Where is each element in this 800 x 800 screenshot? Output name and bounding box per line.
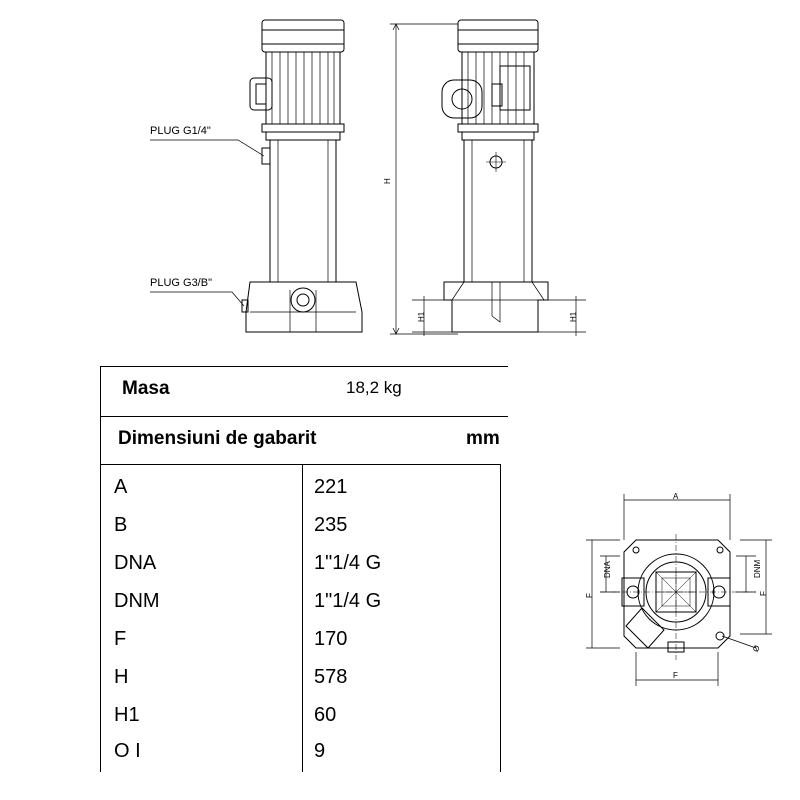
pump-front-view [441,19,549,333]
table-row: F 170 [100,628,510,664]
row-value: 1"1/4 G [314,590,382,612]
pump-plan-view [586,494,772,686]
header-divider [100,464,500,465]
row-key: B [114,514,128,536]
row-key: DNM [114,590,160,612]
h1-left-label: H1 [417,311,426,322]
row-value: 235 [314,514,348,536]
unit-label: mm [466,428,500,449]
h1-dimensions [412,296,586,336]
row-key: F [114,628,127,650]
a-dimension-label: A [673,492,679,501]
pump-side-view [150,19,363,333]
row-key: O I [114,740,141,762]
plug-top-label: PLUG G1/4" [150,125,211,137]
specifications-table: Masa 18,2 kg Dimensiuni de gabarit mm A 2… [100,366,510,772]
table-top-rule [100,366,508,367]
table-row: O I 9 [100,740,510,776]
table-row: DNM 1"1/4 G [100,590,510,626]
table-row: DNA 1"1/4 G [100,552,510,588]
row-key: H [114,666,129,688]
diameter-label: Ø [751,644,762,654]
height-dimension [390,23,458,335]
f-left-label: F [585,593,594,598]
masa-divider [100,416,508,417]
masa-value: 18,2 kg [346,378,402,397]
table-row: H 578 [100,666,510,702]
table-left-border [100,366,101,772]
h1-right-label: H1 [569,311,578,322]
row-value: 221 [314,476,348,498]
row-value: 170 [314,628,348,650]
dnm-label: DNM [753,559,762,578]
row-key: DNA [114,552,157,574]
row-value: 578 [314,666,348,688]
row-value: 9 [314,740,326,762]
table-row: H1 60 [100,704,510,740]
row-value: 1"1/4 G [314,552,382,574]
f-right-label: F [759,591,768,596]
f-bottom-label: F [673,671,678,680]
table-row: A 221 [100,476,510,512]
row-value: 60 [314,704,337,726]
table-right-border [500,464,501,772]
dna-label: DNA [603,560,612,578]
column-divider [302,464,303,772]
plug-bottom-label: PLUG G3/B" [150,277,212,289]
row-key: A [114,476,128,498]
row-key: H1 [114,704,140,726]
h-dimension-label: H [383,178,392,184]
table-row: B 235 [100,514,510,550]
masa-label: Masa [122,378,170,399]
gabarit-label: Dimensiuni de gabarit [118,428,317,449]
